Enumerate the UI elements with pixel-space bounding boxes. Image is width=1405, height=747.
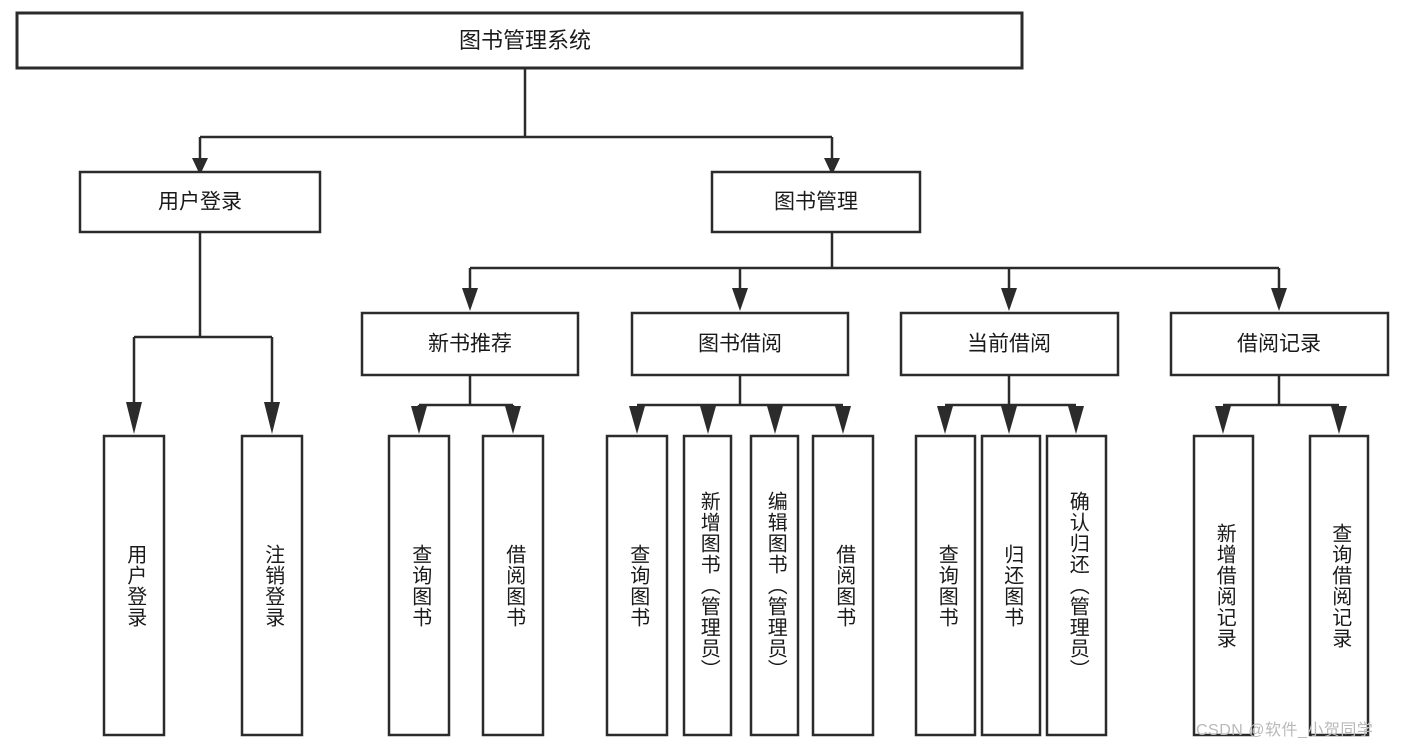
node-new-book[interactable]: 新书推荐 [360,311,580,377]
csdn-watermark: CSDN @软件_小贺同学 [1196,722,1374,739]
node-user-login[interactable]: 用户登录 [78,170,322,234]
node-current-borrow[interactable]: 当前借阅 [899,311,1120,377]
arrow-head-leaf-query-book-1 [411,406,427,434]
arrow-head-leaf-confirm-return [1068,406,1084,434]
arrow-head-leaf-user-login [126,402,142,434]
arrow-head-leaf-add-record [1215,406,1231,434]
arrow-head-leaf-query-book-2 [629,406,645,434]
leaf-borrow-book-1-box[interactable] [481,434,545,737]
leaf-user-login-box[interactable] [102,434,166,737]
node-book-manage-box[interactable] [710,170,922,234]
arrow-head-leaf-add-book [700,406,716,434]
node-borrow-record-box[interactable] [1169,311,1390,377]
node-new-book-label: 新书推荐 [428,333,512,356]
leaf-query-book-2-box[interactable] [605,434,669,737]
leaf-edit-book-box[interactable] [749,434,800,737]
arrow-head-leaf-borrow-book-2 [835,406,851,434]
leaf-confirm-return-box[interactable] [1045,434,1108,737]
node-root-label: 图书管理系统 [459,28,591,53]
node-current-borrow-box[interactable] [899,311,1120,377]
arrow-head-leaf-query-book-3 [937,406,953,434]
node-root-box[interactable] [15,11,1024,70]
arrow-head-book-manage [824,158,840,175]
arrow-head-user-login [192,158,208,175]
arrow-head-leaf-logout [264,402,280,434]
node-user-login-label: 用户登录 [158,191,242,214]
arrow-head-borrow-record [1271,288,1287,311]
leaf-logout-box[interactable] [240,434,304,737]
node-root[interactable]: 图书管理系统 [15,11,1024,70]
connector-layer [126,68,1347,434]
node-borrow-record[interactable]: 借阅记录 [1169,311,1390,377]
node-new-book-box[interactable] [360,311,580,377]
node-book-manage-label: 图书管理 [774,191,858,214]
arrow-head-borrow-book [732,288,748,311]
arrow-head-current-borrow [1001,288,1017,311]
node-borrow-book-box[interactable] [630,311,850,377]
node-borrow-record-label: 借阅记录 [1237,333,1321,356]
arrow-head-leaf-return-book [1001,406,1017,434]
node-borrow-book-label: 图书借阅 [698,333,782,356]
arrow-head-leaf-edit-book [767,406,783,434]
node-current-borrow-label: 当前借阅 [967,333,1051,356]
leaf-borrow-book-2-box[interactable] [811,434,875,737]
node-book-manage[interactable]: 图书管理 [710,170,922,234]
node-borrow-book[interactable]: 图书借阅 [630,311,850,377]
arrow-head-leaf-query-record [1331,406,1347,434]
leaf-return-book-box[interactable] [980,434,1042,737]
leaf-query-record-box[interactable] [1308,434,1370,737]
node-user-login-box[interactable] [78,170,322,234]
leaf-add-record-box[interactable] [1192,434,1255,737]
arrow-head-new-book [462,288,478,311]
leaf-box-layer [102,434,1370,737]
leaf-query-book-1-box[interactable] [387,434,451,737]
leaf-add-book-box[interactable] [682,434,733,737]
leaf-query-book-3-box[interactable] [914,434,977,737]
arrow-head-leaf-borrow-book-1 [505,406,521,434]
